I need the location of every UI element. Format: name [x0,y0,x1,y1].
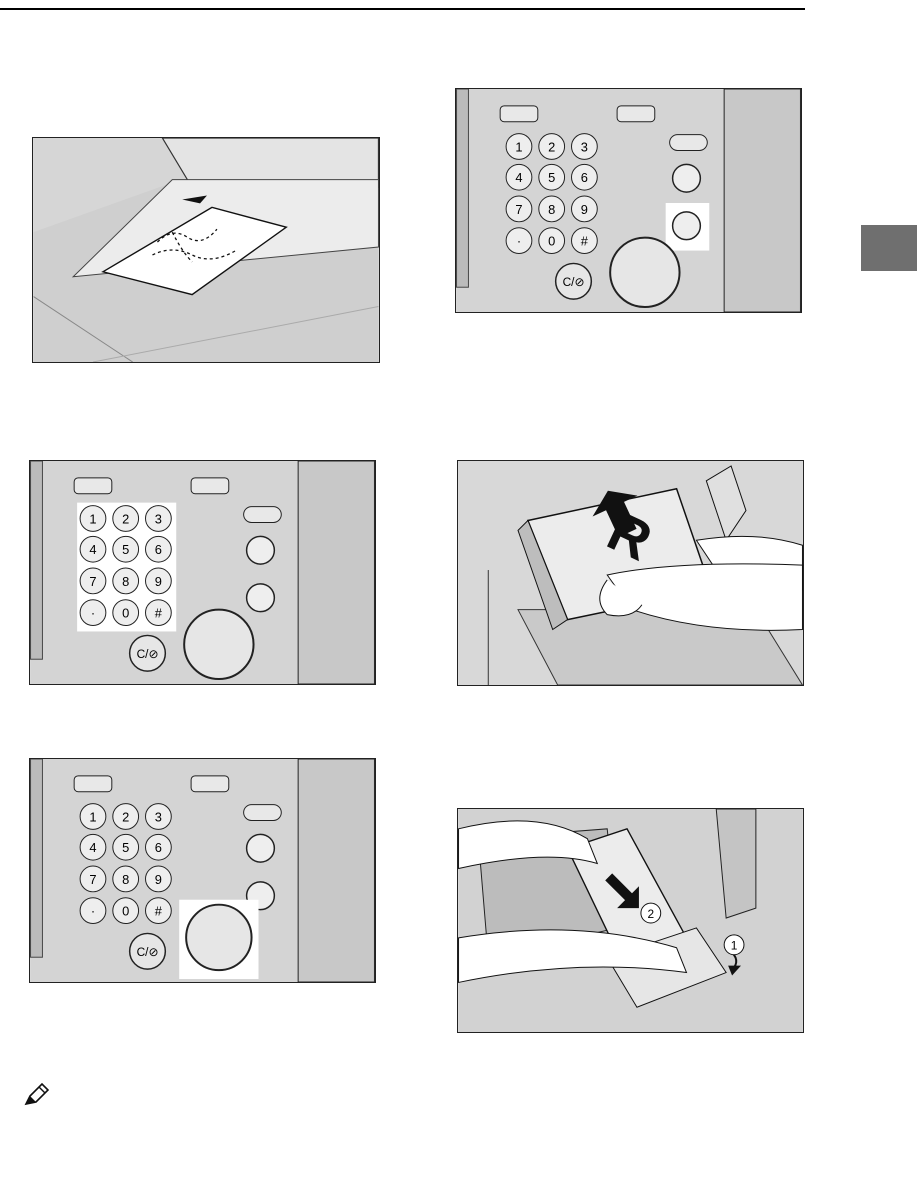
clear-stop-key-label: C/⊘ [563,275,585,289]
svg-text:4: 4 [89,542,96,557]
header-rule [0,8,805,10]
svg-text:2: 2 [548,139,555,154]
svg-text:5: 5 [548,170,555,185]
figure-panel-start-key: C/⊘ 1 2 3 4 5 6 7 8 9 · 0 # [29,758,376,983]
svg-text:5: 5 [122,542,129,557]
svg-text:#: # [155,904,163,919]
svg-text:0: 0 [122,606,129,621]
svg-text:9: 9 [155,574,162,589]
svg-text:C/⊘: C/⊘ [137,647,159,661]
figure-pull-out-unit: 2 1 [457,808,804,1033]
svg-text:6: 6 [155,542,162,557]
svg-text:5: 5 [122,840,129,855]
svg-text:·: · [91,904,95,919]
svg-text:·: · [517,234,521,249]
svg-text:3: 3 [155,809,162,824]
step-2-label: 2 [648,907,655,921]
figure-panel-mode-key: C/⊘ 1 2 3 4 5 6 7 8 9 · 0 # [455,88,802,313]
svg-text:2: 2 [122,809,129,824]
svg-text:6: 6 [155,840,162,855]
svg-text:1: 1 [89,511,96,526]
svg-text:2: 2 [122,511,129,526]
svg-text:1: 1 [515,139,522,154]
svg-text:9: 9 [155,872,162,887]
svg-text:7: 7 [515,202,522,217]
svg-text:#: # [155,606,163,621]
svg-text:4: 4 [89,840,96,855]
svg-text:9: 9 [581,202,588,217]
svg-text:C/⊘: C/⊘ [137,945,159,959]
svg-text:0: 0 [122,904,129,919]
svg-text:8: 8 [122,574,129,589]
svg-text:4: 4 [515,170,522,185]
note-pencil-icon [22,1082,52,1108]
figure-panel-number-keys: C/⊘ 1 2 3 4 5 6 7 8 9 · 0 # [29,460,376,685]
svg-text:3: 3 [155,511,162,526]
step-1-label: 1 [731,939,738,953]
chapter-tab [861,225,917,271]
svg-text:8: 8 [548,202,555,217]
svg-text:6: 6 [581,170,588,185]
svg-text:·: · [91,606,95,621]
svg-text:8: 8 [122,872,129,887]
figure-remove-paper-stack: R [457,460,804,686]
svg-text:0: 0 [548,234,555,249]
svg-text:3: 3 [581,139,588,154]
svg-text:7: 7 [89,872,96,887]
figure-exposure-glass [32,137,380,363]
svg-text:7: 7 [89,574,96,589]
svg-text:1: 1 [89,809,96,824]
svg-text:#: # [581,234,589,249]
